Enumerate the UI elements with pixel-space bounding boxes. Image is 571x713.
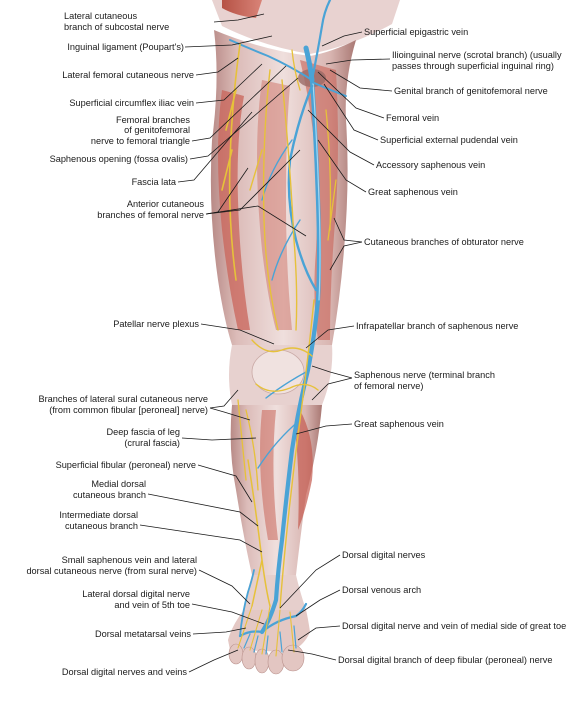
label-lateral-dorsal-digital-2: and vein of 5th toe <box>114 600 190 610</box>
label-saphenous-opening: Saphenous opening (fossa ovalis) <box>50 154 188 164</box>
label-intermediate-dorsal-1: Intermediate dorsal <box>59 510 138 520</box>
foot <box>228 610 310 652</box>
label-infrapatellar-branch: Infrapatellar branch of saphenous nerve <box>356 321 518 331</box>
label-medial-dorsal-1: Medial dorsal <box>91 479 146 489</box>
label-anterior-cutaneous-1: Anterior cutaneous <box>127 199 205 209</box>
label-deep-fibular-branch: Dorsal digital branch of deep fibular (p… <box>338 655 553 665</box>
label-accessory-saphenous: Accessory saphenous vein <box>376 160 485 170</box>
patella <box>251 349 305 395</box>
genitofemoral-femoral-branch <box>291 49 301 91</box>
lateral-sural-cutaneous-branches <box>237 399 259 491</box>
label-femoral-branches-1: Femoral branches <box>116 115 190 125</box>
small-saphenous-vein <box>239 569 255 637</box>
tibialis-anterior <box>260 410 278 540</box>
label-femoral-branches-3: nerve to femoral triangle <box>91 136 190 146</box>
nerves <box>221 43 337 657</box>
label-superficial-epigastric: Superficial epigastric vein <box>364 27 468 37</box>
label-intermediate-dorsal-2: cutaneous branch <box>65 521 138 531</box>
superficial-fibular-nerve <box>247 459 271 607</box>
lateral-femoral-cutaneous-nerve <box>221 43 241 281</box>
dorsal-metatarsal-veins <box>243 625 297 655</box>
label-superficial-fibular: Superficial fibular (peroneal) nerve <box>56 460 196 470</box>
label-fascia-lata: Fascia lata <box>132 177 177 187</box>
accessory-saphenous-vein <box>287 84 318 292</box>
label-superficial-external-pudendal: Superficial external pudendal vein <box>380 135 518 145</box>
label-dorsal-digital-nerves: Dorsal digital nerves <box>342 550 426 560</box>
label-deep-fascia-1: Deep fascia of leg <box>106 427 180 437</box>
obturator-cutaneous-branches <box>325 109 337 241</box>
patellar-plexus <box>251 339 319 392</box>
label-small-saphenous-1: Small saphenous vein and lateral <box>62 555 197 565</box>
label-dorsal-digital-nerves-veins: Dorsal digital nerves and veins <box>62 667 188 677</box>
label-subcostal-2: branch of subcostal nerve <box>64 22 169 32</box>
label-lateral-sural-2: (from common fibular [peroneal] nerve) <box>49 405 208 415</box>
label-patellar-plexus: Patellar nerve plexus <box>113 319 199 329</box>
label-anterior-cutaneous-2: branches of femoral nerve <box>97 210 204 220</box>
label-dorsal-venous-arch: Dorsal venous arch <box>342 585 421 595</box>
knee-venous-branches <box>257 371 307 469</box>
label-obturator-branches: Cutaneous branches of obturator nerve <box>364 237 524 247</box>
label-lateral-femoral-cutaneous: Lateral femoral cutaneous nerve <box>62 70 194 80</box>
label-deep-fascia-2: (crural fascia) <box>124 438 180 448</box>
superficial-external-pudendal-vein <box>311 81 347 97</box>
rectus-femoris <box>257 80 292 330</box>
label-ilioinguinal-1: Ilioinguinal nerve (scrotal branch) (usu… <box>392 50 562 60</box>
abdominal-wall <box>212 0 400 54</box>
label-ilioinguinal-2: passes through superficial inguinal ring… <box>392 61 554 71</box>
label-genital-branch: Genital branch of genitofemoral nerve <box>394 86 548 96</box>
label-great-saphenous-upper: Great saphenous vein <box>368 187 458 197</box>
superficial-epigastric-vein <box>310 0 332 82</box>
gastrocnemius-medial <box>296 410 313 530</box>
anterior-cutaneous-femoral-nerves <box>249 69 298 331</box>
label-femoral-branches-2: of genitofemoral <box>124 125 190 135</box>
label-small-saphenous-2: dorsal cutaneous nerve (from sural nerve… <box>26 566 197 576</box>
label-saphenous-nerve-1: Saphenous nerve (terminal branch <box>354 370 495 380</box>
label-lateral-sural-1: Branches of lateral sural cutaneous nerv… <box>38 394 208 404</box>
label-great-toe-nerve-vein: Dorsal digital nerve and vein of medial … <box>342 621 566 631</box>
label-superficial-circumflex-iliac: Superficial circumflex iliac vein <box>69 98 194 108</box>
label-great-saphenous-lower: Great saphenous vein <box>354 419 444 429</box>
leader-lines <box>139 13 393 673</box>
left-labels: Lateral cutaneous branch of subcostal ne… <box>26 11 208 677</box>
label-inguinal-ligament: Inguinal ligament (Poupart's) <box>67 42 184 52</box>
right-labels: Superficial epigastric vein Ilioinguinal… <box>338 27 566 665</box>
label-dorsal-metatarsal-veins: Dorsal metatarsal veins <box>95 629 191 639</box>
label-saphenous-nerve-2: of femoral nerve) <box>354 381 423 391</box>
label-medial-dorsal-2: cutaneous branch <box>73 490 146 500</box>
label-subcostal-1: Lateral cutaneous <box>64 11 137 21</box>
abdominal-muscle <box>222 0 262 18</box>
dorsal-digital-nerves <box>237 605 295 657</box>
saphenous-nerve <box>279 299 315 609</box>
label-lateral-dorsal-digital-1: Lateral dorsal digital nerve <box>82 589 190 599</box>
label-femoral-vein: Femoral vein <box>386 113 439 123</box>
